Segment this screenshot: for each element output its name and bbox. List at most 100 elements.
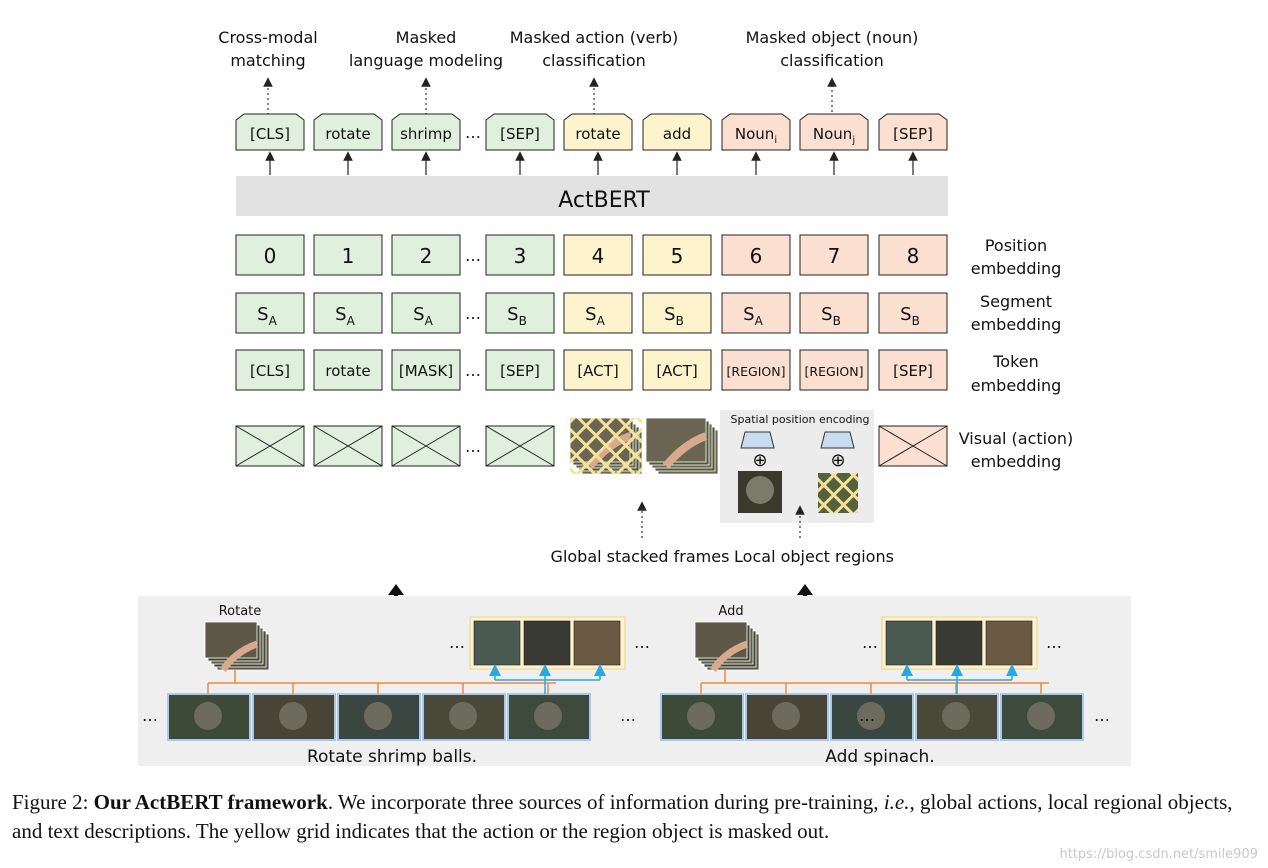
video-frame-detail xyxy=(534,702,562,730)
svg-text:SA: SA xyxy=(413,304,433,328)
video-frame-detail xyxy=(1027,702,1055,730)
embedding-box: 1 xyxy=(313,234,383,276)
svg-text:SB: SB xyxy=(821,304,841,328)
visual-empty-box xyxy=(235,425,305,467)
visual-empty-box xyxy=(313,425,383,467)
embedding-box: [MASK] xyxy=(391,349,461,391)
svg-text:5: 5 xyxy=(671,244,684,268)
local-regions-label: Local object regions xyxy=(734,547,894,566)
video-frame xyxy=(337,693,421,741)
video-frame-detail xyxy=(687,702,715,730)
svg-text:[ACT]: [ACT] xyxy=(656,362,697,380)
region-crop-image xyxy=(746,476,774,504)
frame-strip xyxy=(660,693,1084,741)
svg-text:rotate: rotate xyxy=(575,125,620,143)
output-token: [SEP] xyxy=(485,113,555,151)
video-clip: Rotate…………Rotate shrimp balls. xyxy=(142,604,650,767)
ellipsis: … xyxy=(142,706,158,725)
svg-text:[REGION]: [REGION] xyxy=(805,364,864,379)
svg-text:3: 3 xyxy=(514,244,527,268)
task-label-masked-object: Masked object (noun) classification xyxy=(746,28,919,70)
svg-text:rotate: rotate xyxy=(325,125,370,143)
output-token: shrimp xyxy=(391,113,461,151)
svg-text:SA: SA xyxy=(257,304,277,328)
svg-text:[ACT]: [ACT] xyxy=(577,362,618,380)
global-frames xyxy=(645,417,719,475)
ellipsis: … xyxy=(634,633,650,652)
clip-stacked-frames xyxy=(204,621,270,673)
embedding-box: SA xyxy=(391,292,461,334)
svg-text:classification: classification xyxy=(780,51,884,70)
svg-text:Nounj: Nounj xyxy=(813,125,855,146)
embedding-box: [ACT] xyxy=(642,349,712,391)
spatial-encoder-left: ⊕ xyxy=(738,431,782,513)
embedding-box: SA xyxy=(721,292,791,334)
output-token: rotate xyxy=(563,113,633,151)
embedding-box: [REGION] xyxy=(799,349,869,391)
embedding-box: 8 xyxy=(878,234,948,276)
svg-text:shrimp: shrimp xyxy=(400,125,452,143)
embedding-box: 0 xyxy=(235,234,305,276)
embedding-box: rotate xyxy=(313,349,383,391)
svg-text:⊕: ⊕ xyxy=(752,450,767,471)
svg-text:6: 6 xyxy=(750,244,763,268)
output-token: rotate xyxy=(313,113,383,151)
embedding-box: 2 xyxy=(391,234,461,276)
row-label-position: Position embedding xyxy=(971,236,1061,278)
video-frame xyxy=(830,693,914,741)
svg-text:SA: SA xyxy=(585,304,605,328)
svg-text:⊕: ⊕ xyxy=(830,450,845,471)
thick-up-arrow xyxy=(388,584,404,602)
svg-text:Position: Position xyxy=(985,236,1047,255)
svg-text:Masked object (noun): Masked object (noun) xyxy=(746,28,919,47)
region-connector xyxy=(901,664,1018,694)
embedding-box: SB xyxy=(878,292,948,334)
ellipsis: … xyxy=(620,706,636,725)
embedding-box: SB xyxy=(642,292,712,334)
embedding-box: 4 xyxy=(563,234,633,276)
region-crops: …… xyxy=(449,616,650,670)
svg-text:Visual (action): Visual (action) xyxy=(959,429,1074,448)
frame-connector xyxy=(207,670,556,694)
embedding-box: SB xyxy=(799,292,869,334)
region-connector xyxy=(489,664,606,694)
svg-text:2: 2 xyxy=(420,244,433,268)
watermark: https://blog.csdn.net/smile909 xyxy=(1059,847,1258,862)
embedding-box: 3 xyxy=(485,234,555,276)
video-frame-detail xyxy=(194,702,222,730)
model-name: ActBERT xyxy=(558,188,650,213)
embedding-box: SA xyxy=(563,292,633,334)
svg-text:Token: Token xyxy=(992,352,1039,371)
svg-text:language modeling: language modeling xyxy=(349,51,503,70)
embedding-box: [ACT] xyxy=(563,349,633,391)
embedding-box: SA xyxy=(235,292,305,334)
svg-text:matching: matching xyxy=(230,51,305,70)
thick-up-arrow xyxy=(797,584,813,602)
svg-text:SA: SA xyxy=(335,304,355,328)
region-crop-image xyxy=(523,620,571,666)
embedding-box: 5 xyxy=(642,234,712,276)
ellipsis: … xyxy=(465,437,481,456)
svg-text:1: 1 xyxy=(342,244,355,268)
svg-text:Masked action (verb): Masked action (verb) xyxy=(510,28,679,47)
actbert-model-bar xyxy=(236,176,948,216)
ellipsis: … xyxy=(465,123,481,142)
region-crops: …… xyxy=(862,616,1062,670)
global-frames-masked xyxy=(569,417,643,475)
clip-sentence: Rotate shrimp balls. xyxy=(307,747,477,767)
visual-empty-box xyxy=(485,425,555,467)
video-frame-detail xyxy=(279,702,307,730)
svg-text:classification: classification xyxy=(542,51,646,70)
embedding-box: [REGION] xyxy=(721,349,791,391)
embedding-box: 7 xyxy=(799,234,869,276)
svg-text:[MASK]: [MASK] xyxy=(399,362,453,380)
svg-text:embedding: embedding xyxy=(971,452,1061,471)
ellipsis: … xyxy=(449,633,465,652)
ellipsis: … xyxy=(465,246,481,265)
output-token: Nounj xyxy=(799,113,869,151)
svg-text:[CLS]: [CLS] xyxy=(250,125,290,143)
svg-text:embedding: embedding xyxy=(971,376,1061,395)
clip-stacked-frames xyxy=(694,621,760,673)
